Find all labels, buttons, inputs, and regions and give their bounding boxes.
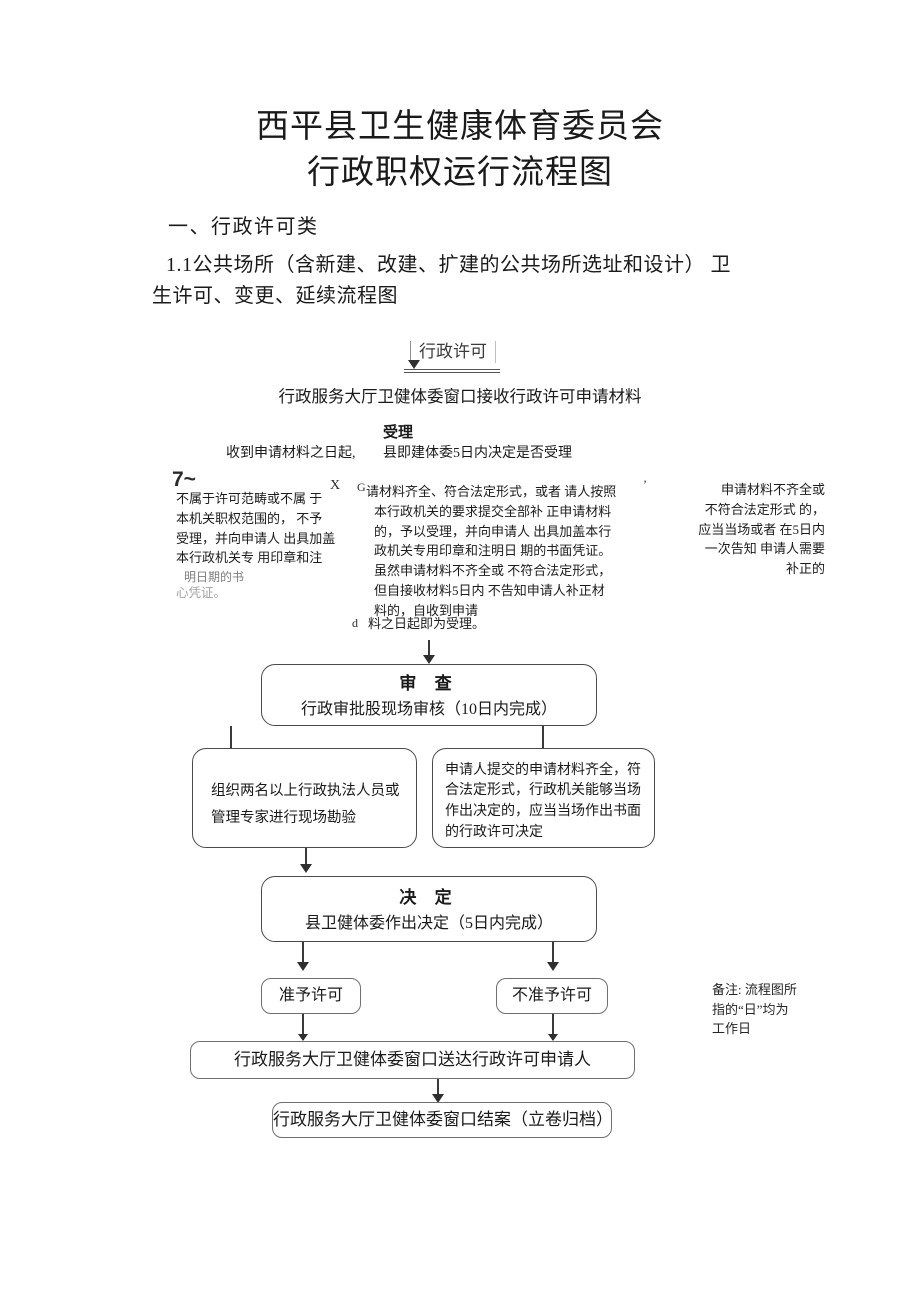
- node-approve-label: 准予许可: [278, 987, 343, 1005]
- flow-intake-text: 行政服务大厅卫健体委窗口接收行政许可申请材料: [278, 387, 642, 406]
- connector-review-right: [542, 726, 544, 748]
- node-onsite-decision-line-2: 合法定形式，行政机关能够当场: [445, 783, 641, 799]
- arrow-deliver-close: [432, 1094, 444, 1103]
- acceptance-left-caption: 收到申请材料之日起,: [226, 446, 356, 461]
- node-reject-label: 不准予许可: [511, 987, 592, 1005]
- node-onsite-inspection: 组织两名以上行政执法人员或 管理专家进行现场勘验: [192, 748, 417, 848]
- node-onsite-inspection-line-2: 管理专家进行现场勘验: [211, 810, 356, 826]
- node-onsite-decision-line-1: 申请人提交的申请材料齐全，符: [445, 762, 641, 778]
- arrow-banner-to-intake: [408, 360, 420, 369]
- column-left-line-4: 本行政机关专 用印章和注: [176, 550, 323, 566]
- arrow-decision-approve: [297, 962, 309, 971]
- connector-deliver-close: [437, 1079, 439, 1101]
- stray-mark-1: 7~: [172, 468, 196, 491]
- column-middle-line-5: 虽然申请材料不齐全或 不符合法定形式，: [374, 563, 612, 578]
- connector-reject-deliver: [552, 1014, 554, 1040]
- column-middle-line-1: 请材料齐全、符合法定形式，或者 请人按照: [366, 484, 617, 499]
- arrow-reject-deliver: [548, 1034, 558, 1041]
- subsection-heading-line-1: 1.1公共场所（含新建、改建、扩建的公共场所选址和设计） 卫: [166, 254, 731, 276]
- node-review-heading: 审 查: [399, 673, 459, 693]
- column-right-line-3: 应当当场或者 在5日内: [698, 521, 825, 537]
- stray-mark-2: X: [330, 478, 341, 493]
- page-title-line-1: 西平县卫生健康体育委员会: [256, 109, 664, 145]
- column-left-line-2: 本机关职权范围的， 不予: [176, 510, 323, 526]
- column-right-line-1: 申请材料不齐全或: [720, 482, 825, 497]
- column-middle-line-4: 政机关专用印章和注明日 期的书面凭证。: [374, 543, 612, 559]
- connector-review-left: [230, 726, 232, 748]
- column-middle-line-7: 料的，自收到申请: [374, 602, 479, 618]
- node-review-body: 行政审批股现场审核（10日内完成）: [300, 700, 557, 718]
- column-right: 申请材料不齐全或 不符合法定形式 的， 应当当场或者 在5日内 一次告知 申请人…: [655, 480, 825, 579]
- column-middle-line-2: 本行政机关的要求提交全部补 正申请材料: [374, 503, 612, 519]
- node-close: 行政服务大厅卫健体委窗口结案（立卷归档）: [272, 1102, 613, 1138]
- flow-note: 备注: 流程图所 指的“日”均为 工作日: [712, 980, 832, 1039]
- stray-mark-5: ’: [643, 477, 647, 491]
- arrow-approve-deliver: [298, 1034, 308, 1041]
- node-decision: 决 定 县卫健体委作出决定（5日内完成）: [261, 876, 597, 942]
- section-heading: 一、行政许可类: [168, 216, 319, 238]
- column-right-line-5: 补正的: [785, 561, 825, 576]
- column-middle-tail: 料之日起即为受理。: [368, 616, 486, 631]
- column-left-line-1: 不属于许可范畴或不属 于: [176, 491, 323, 506]
- connector-to-review: [428, 640, 430, 662]
- flow-note-line-2: 指的“日”均为: [712, 1001, 789, 1017]
- flow-note-line-3: 工作日: [712, 1021, 752, 1036]
- subsection-heading: 1.1公共场所（含新建、改建、扩建的公共场所选址和设计） 卫 生许可、变更、延续…: [152, 250, 842, 312]
- column-middle-line-6: 但自接收材料5日内 不告知申请人补正材: [374, 582, 605, 598]
- node-decision-heading: 决 定: [399, 887, 459, 907]
- column-left-line-5: 明日期的书: [184, 570, 245, 584]
- flow-banner-administrative-license: 行政许可: [410, 341, 496, 363]
- node-onsite-decision-line-3: 作出决定的，应当当场作出书面: [445, 804, 641, 819]
- acceptance-bold-label: 受理: [383, 425, 414, 441]
- node-decision-body: 县卫健体委作出决定（5日内完成）: [304, 914, 553, 932]
- node-deliver: 行政服务大厅卫健体委窗口送达行政许可申请人: [190, 1041, 635, 1079]
- arrow-inspection-to-decision: [300, 864, 312, 873]
- node-deliver-label: 行政服务大厅卫健体委窗口送达行政许可申请人: [234, 1049, 591, 1069]
- node-onsite-decision-line-4: 的行政许可决定: [445, 824, 543, 840]
- column-left: 不属于许可范畴或不属 于 本机关职权范围的， 不予 受理，并向申请人 出具加盖 …: [176, 489, 351, 603]
- column-right-line-2: 不符合法定形式 的，: [704, 501, 825, 517]
- node-reject: 不准予许可: [496, 978, 608, 1014]
- stray-mark-4: d: [352, 616, 358, 630]
- column-middle: 请材料齐全、符合法定形式，或者 请人按照 本行政机关的要求提交全部补 正申请材料…: [366, 482, 631, 620]
- column-middle-line-3: 的，予以受理，并向申请人 出具加盖本行: [374, 523, 612, 539]
- connector-decision-reject: [552, 942, 554, 968]
- acceptance-main-caption: 县即建体委5日内决定是否受理: [383, 446, 572, 461]
- column-right-line-4: 一次告知 申请人需要: [704, 541, 825, 557]
- connector-decision-approve: [302, 942, 304, 968]
- connector-inspection-to-decision: [305, 848, 307, 870]
- arrow-to-review: [423, 655, 435, 664]
- column-left-line-6: 心凭证。: [176, 586, 227, 601]
- node-approve: 准予许可: [261, 978, 361, 1014]
- node-review: 审 查 行政审批股现场审核（10日内完成）: [261, 664, 597, 726]
- subsection-heading-line-2: 生许可、变更、延续流程图: [152, 285, 398, 307]
- node-onsite-inspection-line-1: 组织两名以上行政执法人员或: [211, 783, 400, 800]
- banner-double-rule: [404, 369, 500, 373]
- connector-approve-deliver: [302, 1014, 304, 1040]
- flow-note-line-1: 备注: 流程图所: [712, 982, 797, 997]
- node-close-label: 行政服务大厅卫健体委窗口结案（立卷归档）: [273, 1109, 613, 1129]
- arrow-decision-reject: [547, 962, 559, 971]
- column-left-line-3: 受理，并向申请人 出具加盖: [176, 530, 336, 546]
- node-onsite-decision: 申请人提交的申请材料齐全，符 合法定形式，行政机关能够当场 作出决定的，应当当场…: [432, 748, 655, 848]
- stray-mark-3: G: [357, 480, 366, 494]
- page-title-line-2: 行政职权运行流程图: [307, 155, 613, 191]
